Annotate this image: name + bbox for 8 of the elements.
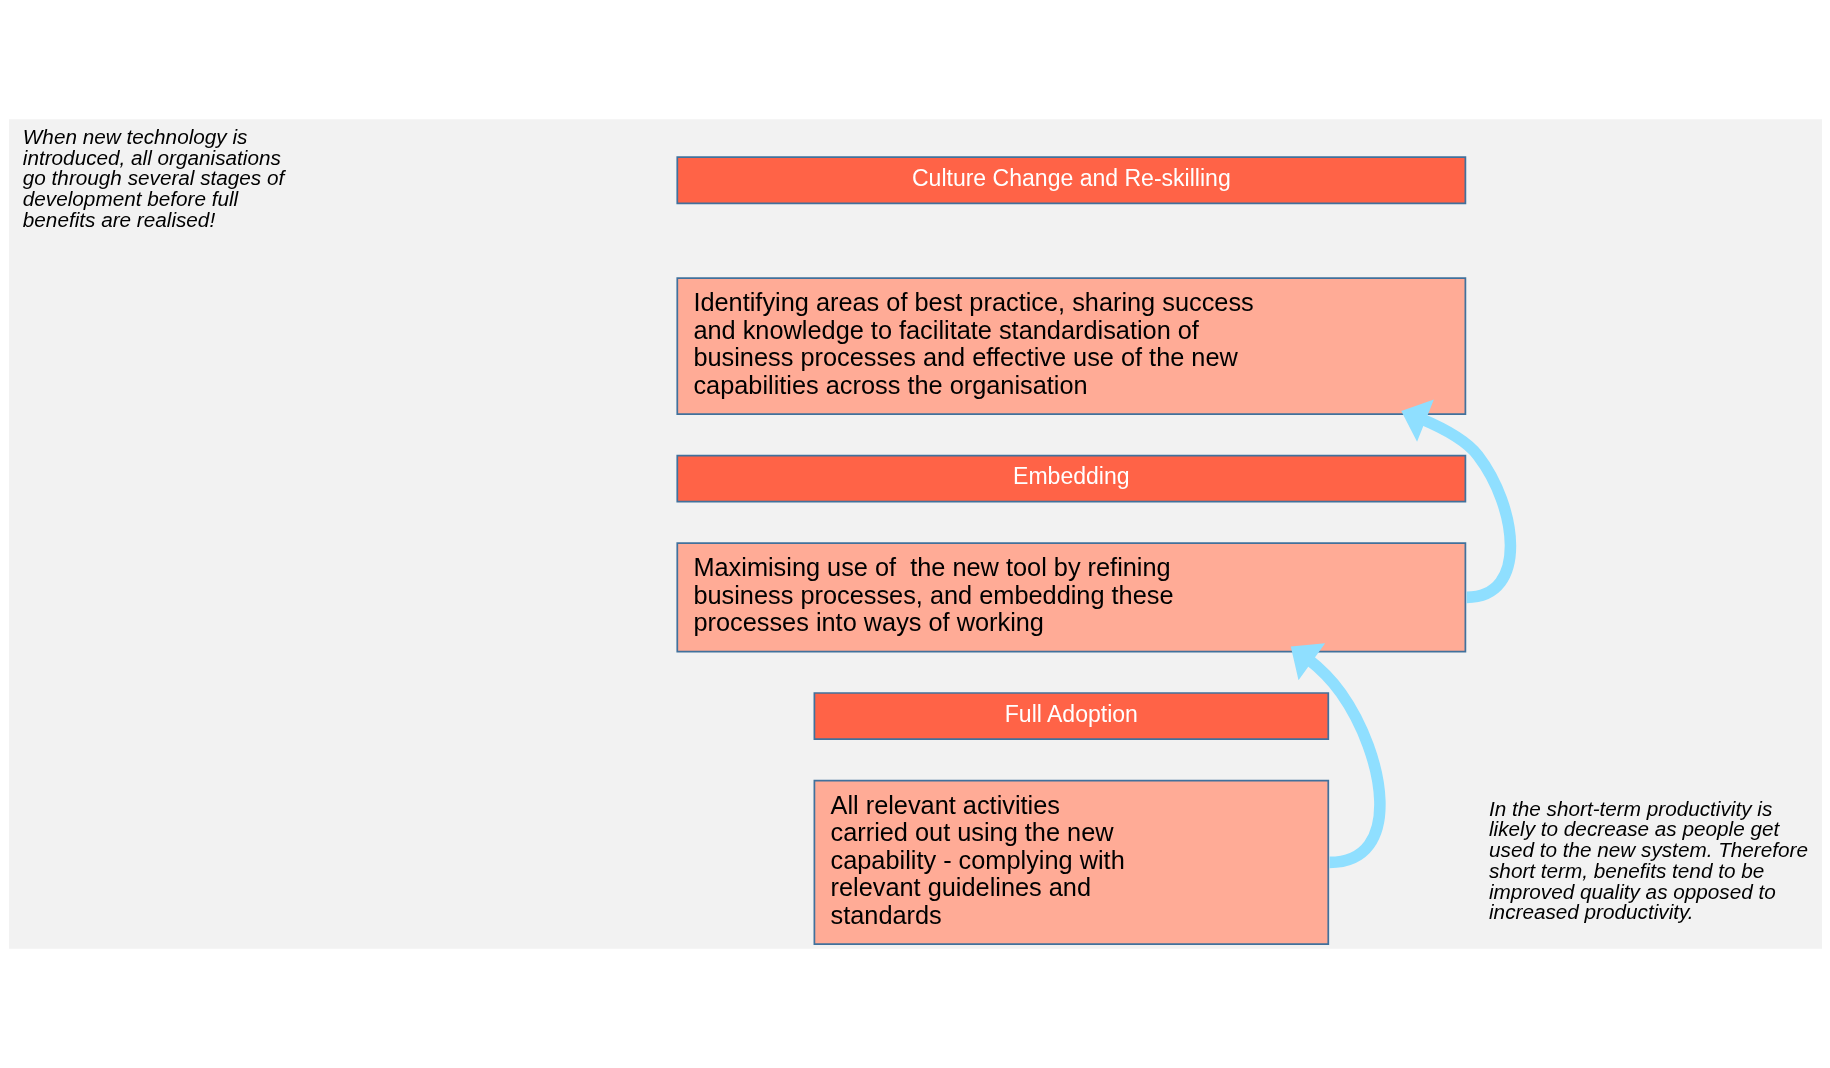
node-box: Embedding bbox=[675, 454, 1466, 503]
label: When new technology is introduced, all organisations go through several stages of development before full benefits are realised! bbox=[22, 124, 284, 231]
node-box: All relevant activities carried out using the new capability - complying with relevant guidelines and standards bbox=[813, 779, 1329, 946]
node-box: Culture Change and Re-skilling bbox=[675, 156, 1466, 205]
node-box: Maximising use of the new tool by refining business processes, and embedding these processes into ways of working bbox=[675, 542, 1466, 653]
node-box: Identifying areas of best practice, sharing success and knowledge to facilitate standardisation of business processes and effective use of the new capabilities across the organisation bbox=[675, 277, 1466, 416]
label: In the short-term productivity is likely to decrease as people get used to the new system. Therefore short term, benefits tend to be improved quality as opposed to increased productivity. bbox=[1488, 796, 1808, 924]
node-box: Full Adoption bbox=[813, 692, 1329, 740]
